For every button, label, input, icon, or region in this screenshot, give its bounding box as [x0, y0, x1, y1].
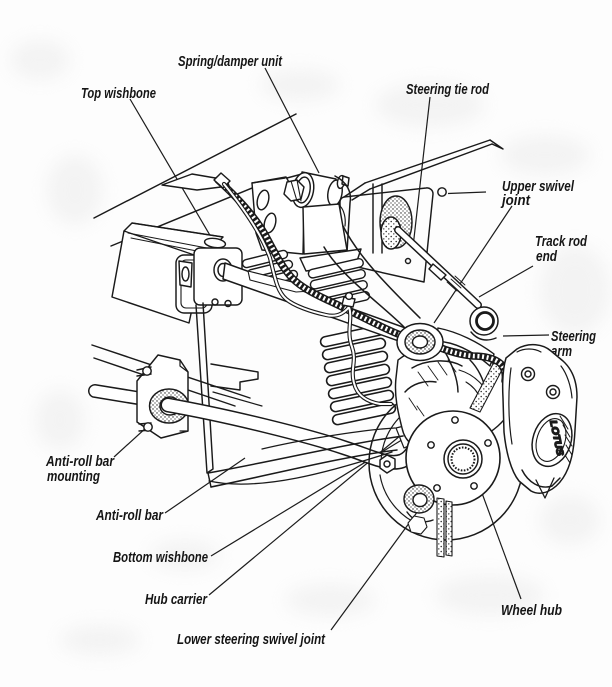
svg-text:end: end: [536, 249, 558, 265]
svg-text:Steering: Steering: [551, 329, 596, 345]
svg-text:Upper swivel: Upper swivel: [502, 179, 575, 195]
svg-text:Track rod: Track rod: [535, 234, 588, 250]
svg-text:Anti-roll bar: Anti-roll bar: [45, 454, 115, 470]
svg-text:Spring/damper unit: Spring/damper unit: [178, 54, 283, 70]
svg-text:mounting: mounting: [47, 469, 100, 485]
svg-text:Anti-roll bar: Anti-roll bar: [95, 508, 164, 524]
svg-text:Wheel hub: Wheel hub: [501, 603, 562, 619]
svg-text:Steering tie rod: Steering tie rod: [406, 82, 490, 98]
svg-text:Hub carrier: Hub carrier: [145, 592, 208, 608]
svg-text:Top wishbone: Top wishbone: [81, 86, 156, 102]
svg-text:Lower steering swivel joint: Lower steering swivel joint: [177, 632, 326, 648]
svg-text:joint: joint: [500, 193, 531, 209]
svg-text:Bottom wishbone: Bottom wishbone: [113, 550, 208, 566]
